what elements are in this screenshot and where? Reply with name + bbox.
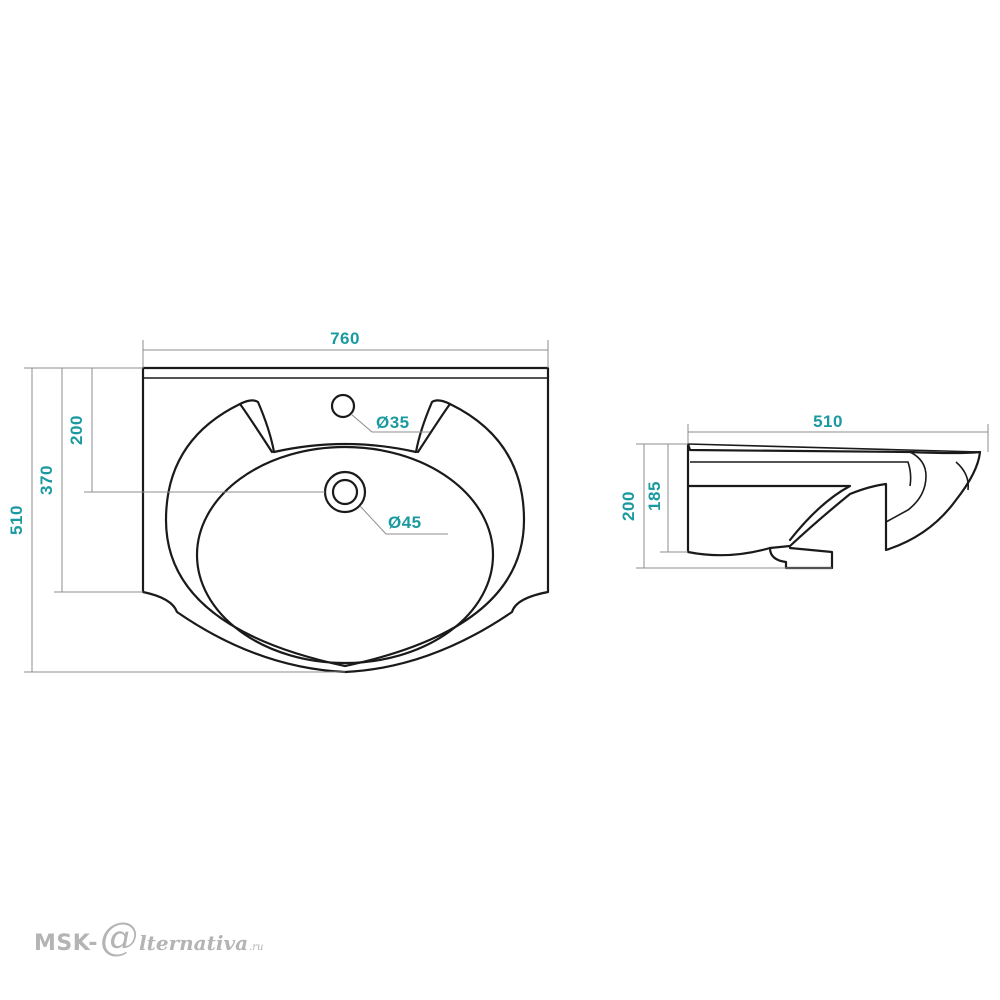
width-dim-label: 760	[330, 329, 360, 348]
basin-outer-outline	[141, 366, 550, 674]
depth-dim-label: 510	[7, 505, 26, 535]
drain-hole-inner	[331, 478, 359, 506]
watermark-at-symbol: @	[100, 915, 139, 959]
rim-right-wing	[414, 399, 452, 454]
inner-bowl	[195, 445, 495, 665]
side-profile-outline	[686, 442, 982, 557]
side-front-curve	[955, 461, 970, 491]
rim-left-wing	[238, 399, 276, 454]
drain-offset-dim-label: 200	[67, 415, 86, 445]
watermark-logo: MSK- @ lternativa .ru	[34, 918, 263, 958]
side-bowl-front	[885, 451, 927, 523]
watermark-prefix: MSK-	[34, 931, 99, 956]
drain-hole-outer	[323, 470, 367, 514]
side-rim-underside	[690, 461, 912, 487]
side-inner-height-dim-label: 185	[645, 481, 664, 511]
faucet-hole-leader	[350, 413, 430, 433]
faucet-hole-label: Ø35	[376, 413, 410, 432]
watermark-domain: .ru	[249, 942, 264, 953]
side-height-dim-label: 200	[619, 491, 638, 521]
bowl-depth-dim-label: 370	[37, 465, 56, 495]
side-drain-stub	[768, 546, 834, 570]
faucet-hole	[330, 393, 356, 419]
rim-back-curve	[272, 442, 418, 454]
side-rim-line	[687, 443, 981, 453]
drain-hole-label: Ø45	[388, 513, 422, 532]
bowl-rim	[164, 402, 526, 668]
side-bowl-curve	[686, 484, 852, 542]
side-depth-dim-label: 510	[813, 412, 843, 431]
watermark-suffix: lternativa	[139, 931, 249, 955]
side-view: 510 200 185	[619, 412, 989, 570]
front-view: 760 510 370 200 Ø35 Ø45	[7, 329, 550, 674]
drain-hole-leader	[359, 505, 448, 535]
